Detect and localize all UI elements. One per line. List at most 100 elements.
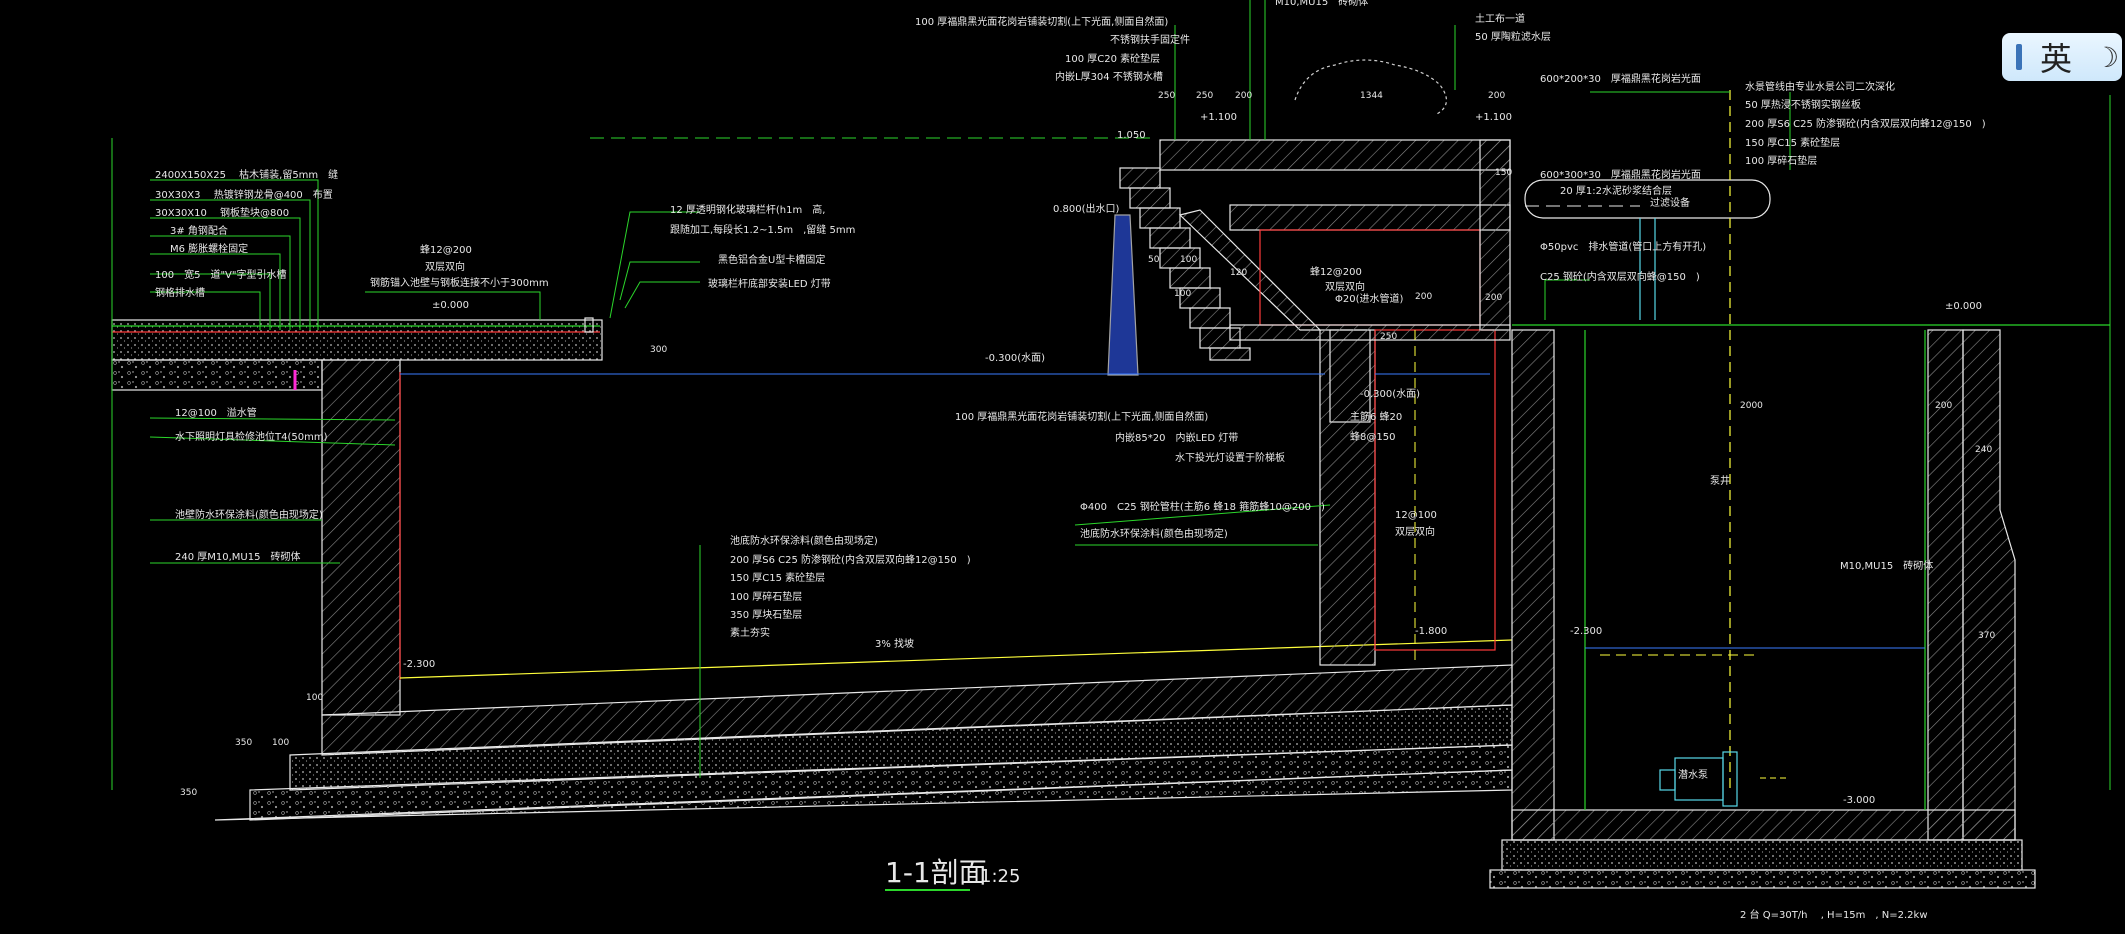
top-label-6: 50 厚陶粒滤水层 — [1475, 30, 1551, 43]
glass-rail — [584, 317, 594, 333]
top-left-level: 1.050 — [1117, 130, 1146, 141]
dim: 1344 — [1360, 91, 1383, 101]
left-label-5: 100 宽5 道"V"字型引水槽 — [155, 268, 287, 281]
dim: 100 — [1174, 289, 1191, 299]
pool-floor-label-0: 池底防水环保涂料(颜色由现场定) — [730, 534, 878, 547]
rail-label-2: 黑色铝合金U型卡槽固定 — [718, 253, 825, 266]
dimensions: 250 250 200 1344 200 2000 200 200 240 37… — [180, 91, 1995, 798]
stair-label-1: 蜂12@200 — [1310, 265, 1362, 278]
right-label-1: 50 厚热浸不锈钢实钢丝板 — [1745, 98, 1861, 111]
top-right-label-1: 600*300*30 厚福鼎黑花岗岩光面 — [1540, 168, 1701, 181]
rail-label-3: 玻璃栏杆底部安装LED 灯带 — [708, 277, 831, 290]
title-scale: 1:25 — [980, 866, 1020, 887]
right-mid-label-1: C25 钢砼(内含双层双向蜂@150 ) — [1540, 270, 1700, 283]
dim: 350 — [235, 738, 252, 748]
stair-label-6: 水下投光灯设置于阶梯板 — [1175, 451, 1285, 464]
left-pool-wall — [321, 359, 401, 716]
dim: 250 — [1380, 332, 1397, 342]
column-label-3: 主筋6 蜂20 — [1350, 410, 1402, 423]
deck-label-1: 双层双向 — [425, 260, 465, 273]
rail-label-0: 12 厚透明钢化玻璃栏杆(h1m 高, — [670, 203, 825, 216]
pump-spec: 2 台 Q=30T/h , H=15m , N=2.2kw — [1740, 908, 1928, 921]
left-mid-label-3: 240 厚M10,MU15 砖砌体 — [175, 550, 300, 563]
dim: 200 — [1935, 401, 1952, 411]
column-label-1: 池底防水环保涂料(颜色由现场定) — [1080, 527, 1228, 540]
right-label-3: 150 厚C15 素砼垫层 — [1745, 136, 1840, 149]
dim: 200 — [1488, 91, 1505, 101]
title-main: 1-1剖面 — [885, 856, 987, 889]
deck-level: ±0.000 — [432, 300, 469, 311]
ime-bar-icon — [2016, 44, 2022, 70]
dim: 250 — [1158, 91, 1175, 101]
top-label-0: 100 厚福鼎黑光面花岗岩铺装切割(上下光面,侧面自然面) — [915, 15, 1168, 28]
dim: 2000 — [1740, 401, 1763, 411]
ime-language[interactable]: 英 — [2040, 40, 2073, 78]
pool-bottom-level: -2.300 — [403, 659, 435, 670]
stair-label-2: 双层双向 — [1325, 280, 1365, 293]
dim: 100 — [306, 693, 323, 703]
column-label-2: -0.300(水面) — [1360, 388, 1420, 400]
top-right-label-0: 600*200*30 厚福鼎黑花岗岩光面 — [1540, 72, 1701, 85]
pool-floor-label-5: 素土夯实 — [730, 626, 770, 639]
top-label-4: M10,MU15 砖砌体 — [1275, 0, 1368, 8]
drawing-title: 1-1剖面 1:25 — [885, 856, 1020, 891]
top-right-label-3: 过滤设备 — [1650, 196, 1690, 209]
stair-label-4: 100 厚福鼎黑光面花岗岩铺装切割(上下光面,侧面自然面) — [955, 410, 1208, 423]
left-mid-label-1: 水下照明灯具检修池位T4(50mm) — [175, 430, 328, 443]
dim: 150 — [1495, 168, 1512, 178]
right-mid-label-0: Φ50pvc 排水管道(管口上方有开孔) — [1540, 240, 1706, 253]
center-column — [1319, 329, 1376, 666]
moon-icon[interactable]: ☽ — [2094, 40, 2120, 74]
dim: 200 — [1235, 91, 1252, 101]
dim: 250 — [1196, 91, 1213, 101]
dim: 100 — [1180, 255, 1197, 265]
pit-bottom-level: -3.000 — [1843, 795, 1875, 806]
guide-lines — [111, 0, 2111, 790]
pit-wall-label: M10,MU15 砖砌体 — [1840, 559, 1933, 572]
column-label-5: 12@100 — [1395, 510, 1437, 521]
dim: 120 — [1230, 268, 1247, 278]
column-label-4: 蜂8@150 — [1350, 430, 1395, 443]
stair-flight — [1119, 167, 1251, 361]
right-label-2: 200 厚S6 C25 防渗钢砼(内含双层双向蜂12@150 ) — [1745, 117, 1986, 130]
column-bottom-level: -1.800 — [1415, 626, 1447, 637]
pump-level: -2.300 — [1570, 626, 1602, 637]
left-label-2: 30X30X10 钢板垫块@800 — [155, 206, 289, 219]
stair-label-0: 0.800(出水口) — [1053, 202, 1120, 215]
right-label-0: 水景管线由专业水景公司二次深化 — [1745, 80, 1895, 93]
dim: 240 — [1975, 445, 1992, 455]
right-label-4: 100 厚碎石垫层 — [1745, 154, 1817, 167]
leader-lines — [149, 25, 1791, 778]
dim: 200 — [1485, 293, 1502, 303]
ime-indicator[interactable]: 英 ☽ — [2002, 33, 2122, 81]
top-label-1: 不锈钢扶手固定件 — [1110, 33, 1190, 46]
filter-tank — [1524, 179, 1771, 219]
top-right-label-2: 20 厚1:2水泥砂浆结合层 — [1560, 184, 1672, 197]
stair-label-3: Φ20(进水管道) — [1335, 292, 1403, 305]
slope-note: 3% 找坡 — [875, 637, 914, 650]
deck-label-2: 钢筋锚入池壁与钢板连接不小于300mm — [370, 276, 549, 289]
pool-floor-label-1: 200 厚S6 C25 防渗钢砼(内含双层双向蜂12@150 ) — [730, 553, 971, 566]
dim: 200 — [1415, 292, 1432, 302]
submersible-pump — [1659, 751, 1738, 807]
upper-planter — [1159, 139, 1511, 171]
pump-label: 潜水泵 — [1678, 768, 1708, 781]
right-top-level: ±0.000 — [1945, 301, 1982, 312]
top-label-5: 土工布一道 — [1475, 12, 1525, 25]
column-label-0: Φ400 C25 钢砼管柱(主筋6 蜂18 箍筋蜂10@200 ) — [1080, 500, 1325, 513]
top-label-2: 100 厚C20 素砼垫层 — [1065, 52, 1160, 65]
column-label-6: 双层双向 — [1395, 525, 1435, 538]
stair-level-1: +1.100 — [1200, 112, 1237, 123]
water-level: -0.300(水面) — [985, 352, 1045, 364]
left-mid-label-0: 12@100 溢水管 — [175, 406, 257, 419]
rail-label-1: 跟随加工,每段长1.2~1.5m ,留缝 5mm — [670, 223, 855, 236]
stair-label-5: 内嵌85*20 内嵌LED 灯带 — [1115, 431, 1238, 444]
left-label-1: 30X30X3 热镀锌钢龙骨@400 布置 — [155, 188, 333, 201]
left-deck — [111, 319, 603, 361]
dim: 50 — [1148, 255, 1160, 265]
left-label-3: 3# 角钢配合 — [170, 224, 228, 237]
left-label-6: 钢格排水槽 — [155, 286, 205, 299]
pump-pit-left-wall — [1511, 329, 1555, 841]
dim: 370 — [1978, 631, 1995, 641]
